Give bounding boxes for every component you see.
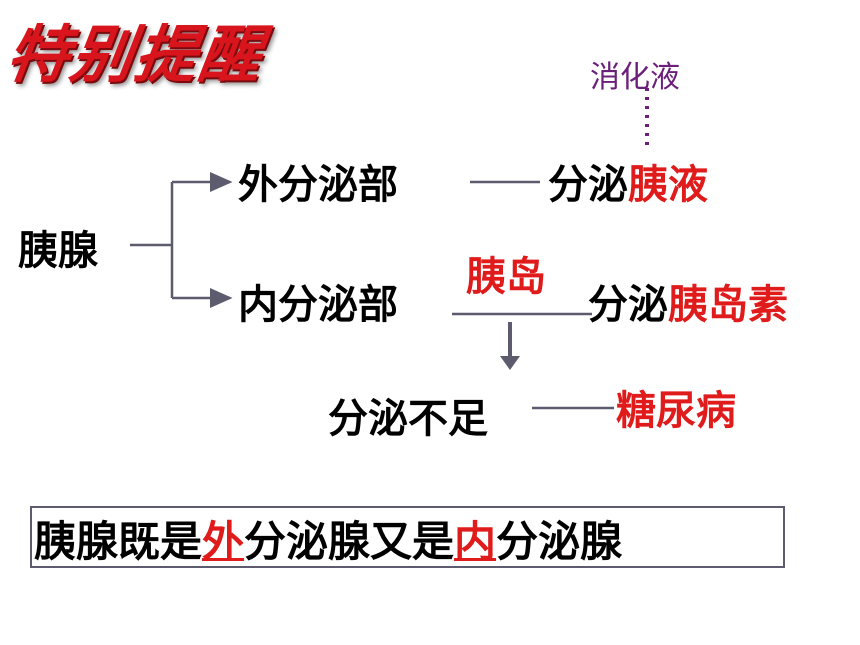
exocrine-part-label: 外分泌部 bbox=[238, 162, 398, 208]
endocrine-part-label: 内分泌部 bbox=[238, 282, 398, 328]
endocrine-secretes-prefix: 分泌 bbox=[588, 282, 668, 328]
islet-label: 胰岛 bbox=[466, 254, 546, 300]
exocrine-secretes-prefix: 分泌 bbox=[548, 162, 628, 208]
summary-highlight-exo: 外 bbox=[202, 517, 245, 566]
pancreatic-juice-label: 胰液 bbox=[628, 162, 708, 208]
summary-part-3: 分泌腺 bbox=[496, 517, 623, 566]
summary-box bbox=[30, 506, 785, 568]
insulin-label: 胰岛素 bbox=[668, 282, 788, 328]
endocrine-secretes-label: 分泌胰岛素 bbox=[588, 272, 788, 330]
diabetes-label: 糖尿病 bbox=[616, 388, 736, 434]
down-arrow-head bbox=[500, 356, 520, 370]
pancreas-label: 胰腺 bbox=[18, 228, 98, 274]
deficiency-label: 分泌不足 bbox=[328, 396, 488, 442]
summary-part-1: 胰腺既是 bbox=[34, 517, 203, 566]
exocrine-secretes-label: 分泌胰液 bbox=[548, 152, 708, 210]
digestive-juice-note: 消化液 bbox=[590, 60, 680, 95]
summary-part-2: 分泌腺又是 bbox=[244, 517, 455, 566]
summary-highlight-endo: 内 bbox=[454, 517, 497, 566]
summary-text: 胰腺既是外分泌腺又是内分泌腺 bbox=[34, 508, 622, 569]
